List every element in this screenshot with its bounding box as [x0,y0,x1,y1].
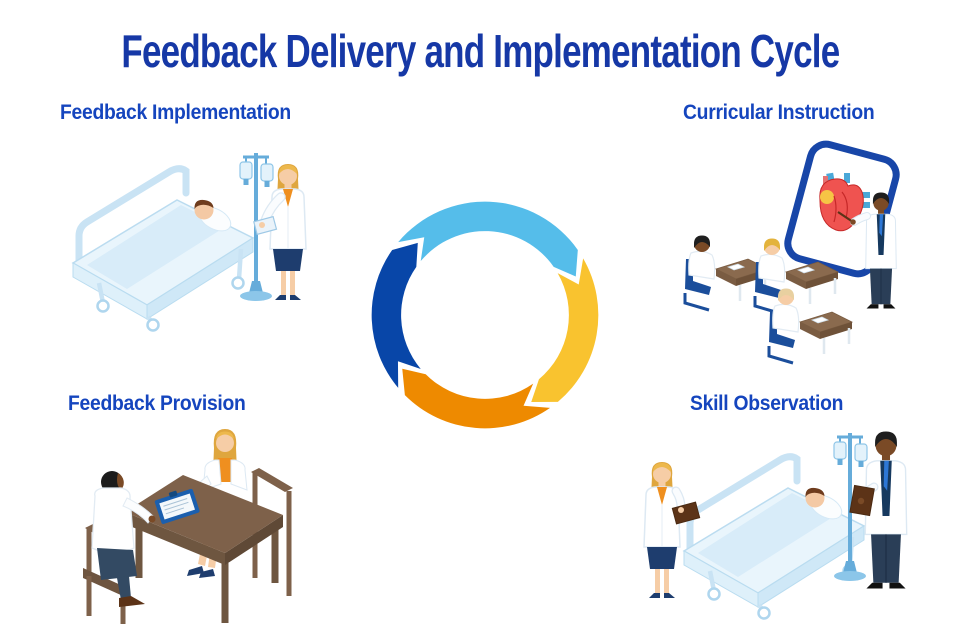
instructor-figure [837,192,897,310]
student-desk-3 [767,288,854,365]
female-clinician-with-clipboard [643,461,701,599]
chair-right-icon [251,468,293,596]
seated-male-clinician [91,471,156,607]
clipboard-icon [154,488,200,525]
label-feedback-provision: Feedback Provision [68,392,246,415]
feedback-implementation-illustration [55,151,307,333]
feedback-provision-illustration [83,429,293,624]
male-clinician-with-clipboard [849,430,908,590]
cycle-segment-right [531,258,599,403]
page-title: Feedback Delivery and Implementation Cyc… [120,25,840,77]
tablet-icon [253,215,278,236]
cycle-segment-bottom [402,368,551,429]
nurse-with-tablet [253,163,307,301]
cycle-segment-left [371,242,421,388]
cycle-segment-top [398,201,578,277]
heart-diagram-icon [819,172,870,232]
table-icon [125,475,283,623]
label-curricular-instruction: Curricular Instruction [683,101,875,124]
hospital-bed-icon [73,169,253,331]
hospital-bed-icon [684,457,864,619]
curricular-instruction-illustration [683,140,900,365]
clipboard-icon [671,501,701,525]
label-feedback-implementation: Feedback Implementation [60,101,291,124]
cycle-diagram [371,201,599,429]
student-desk-2 [753,238,840,315]
skill-observation-illustration [643,430,908,628]
pointer-stick-icon [837,211,854,223]
label-skill-observation: Skill Observation [690,392,844,415]
